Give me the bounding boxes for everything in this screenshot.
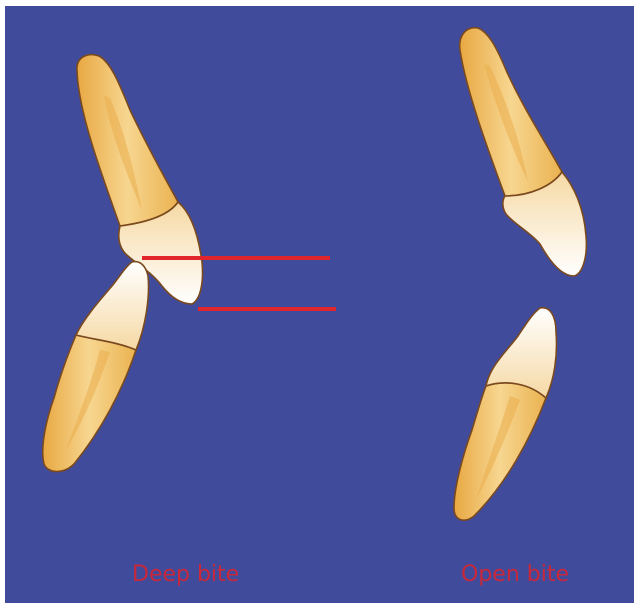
deep-bite-label: Deep bite	[132, 561, 239, 589]
open-bite-lower-incisor	[454, 308, 557, 520]
open-bite-label: Open bite	[461, 561, 569, 589]
deep-bite-upper-root	[77, 55, 178, 226]
open-bite-lower-root	[454, 383, 546, 520]
deep-bite-lower-crown	[76, 262, 149, 350]
open-bite-upper-incisor	[460, 28, 587, 276]
open-bite-upper-root	[460, 28, 562, 196]
deep-bite-lower-incisor	[43, 262, 149, 472]
